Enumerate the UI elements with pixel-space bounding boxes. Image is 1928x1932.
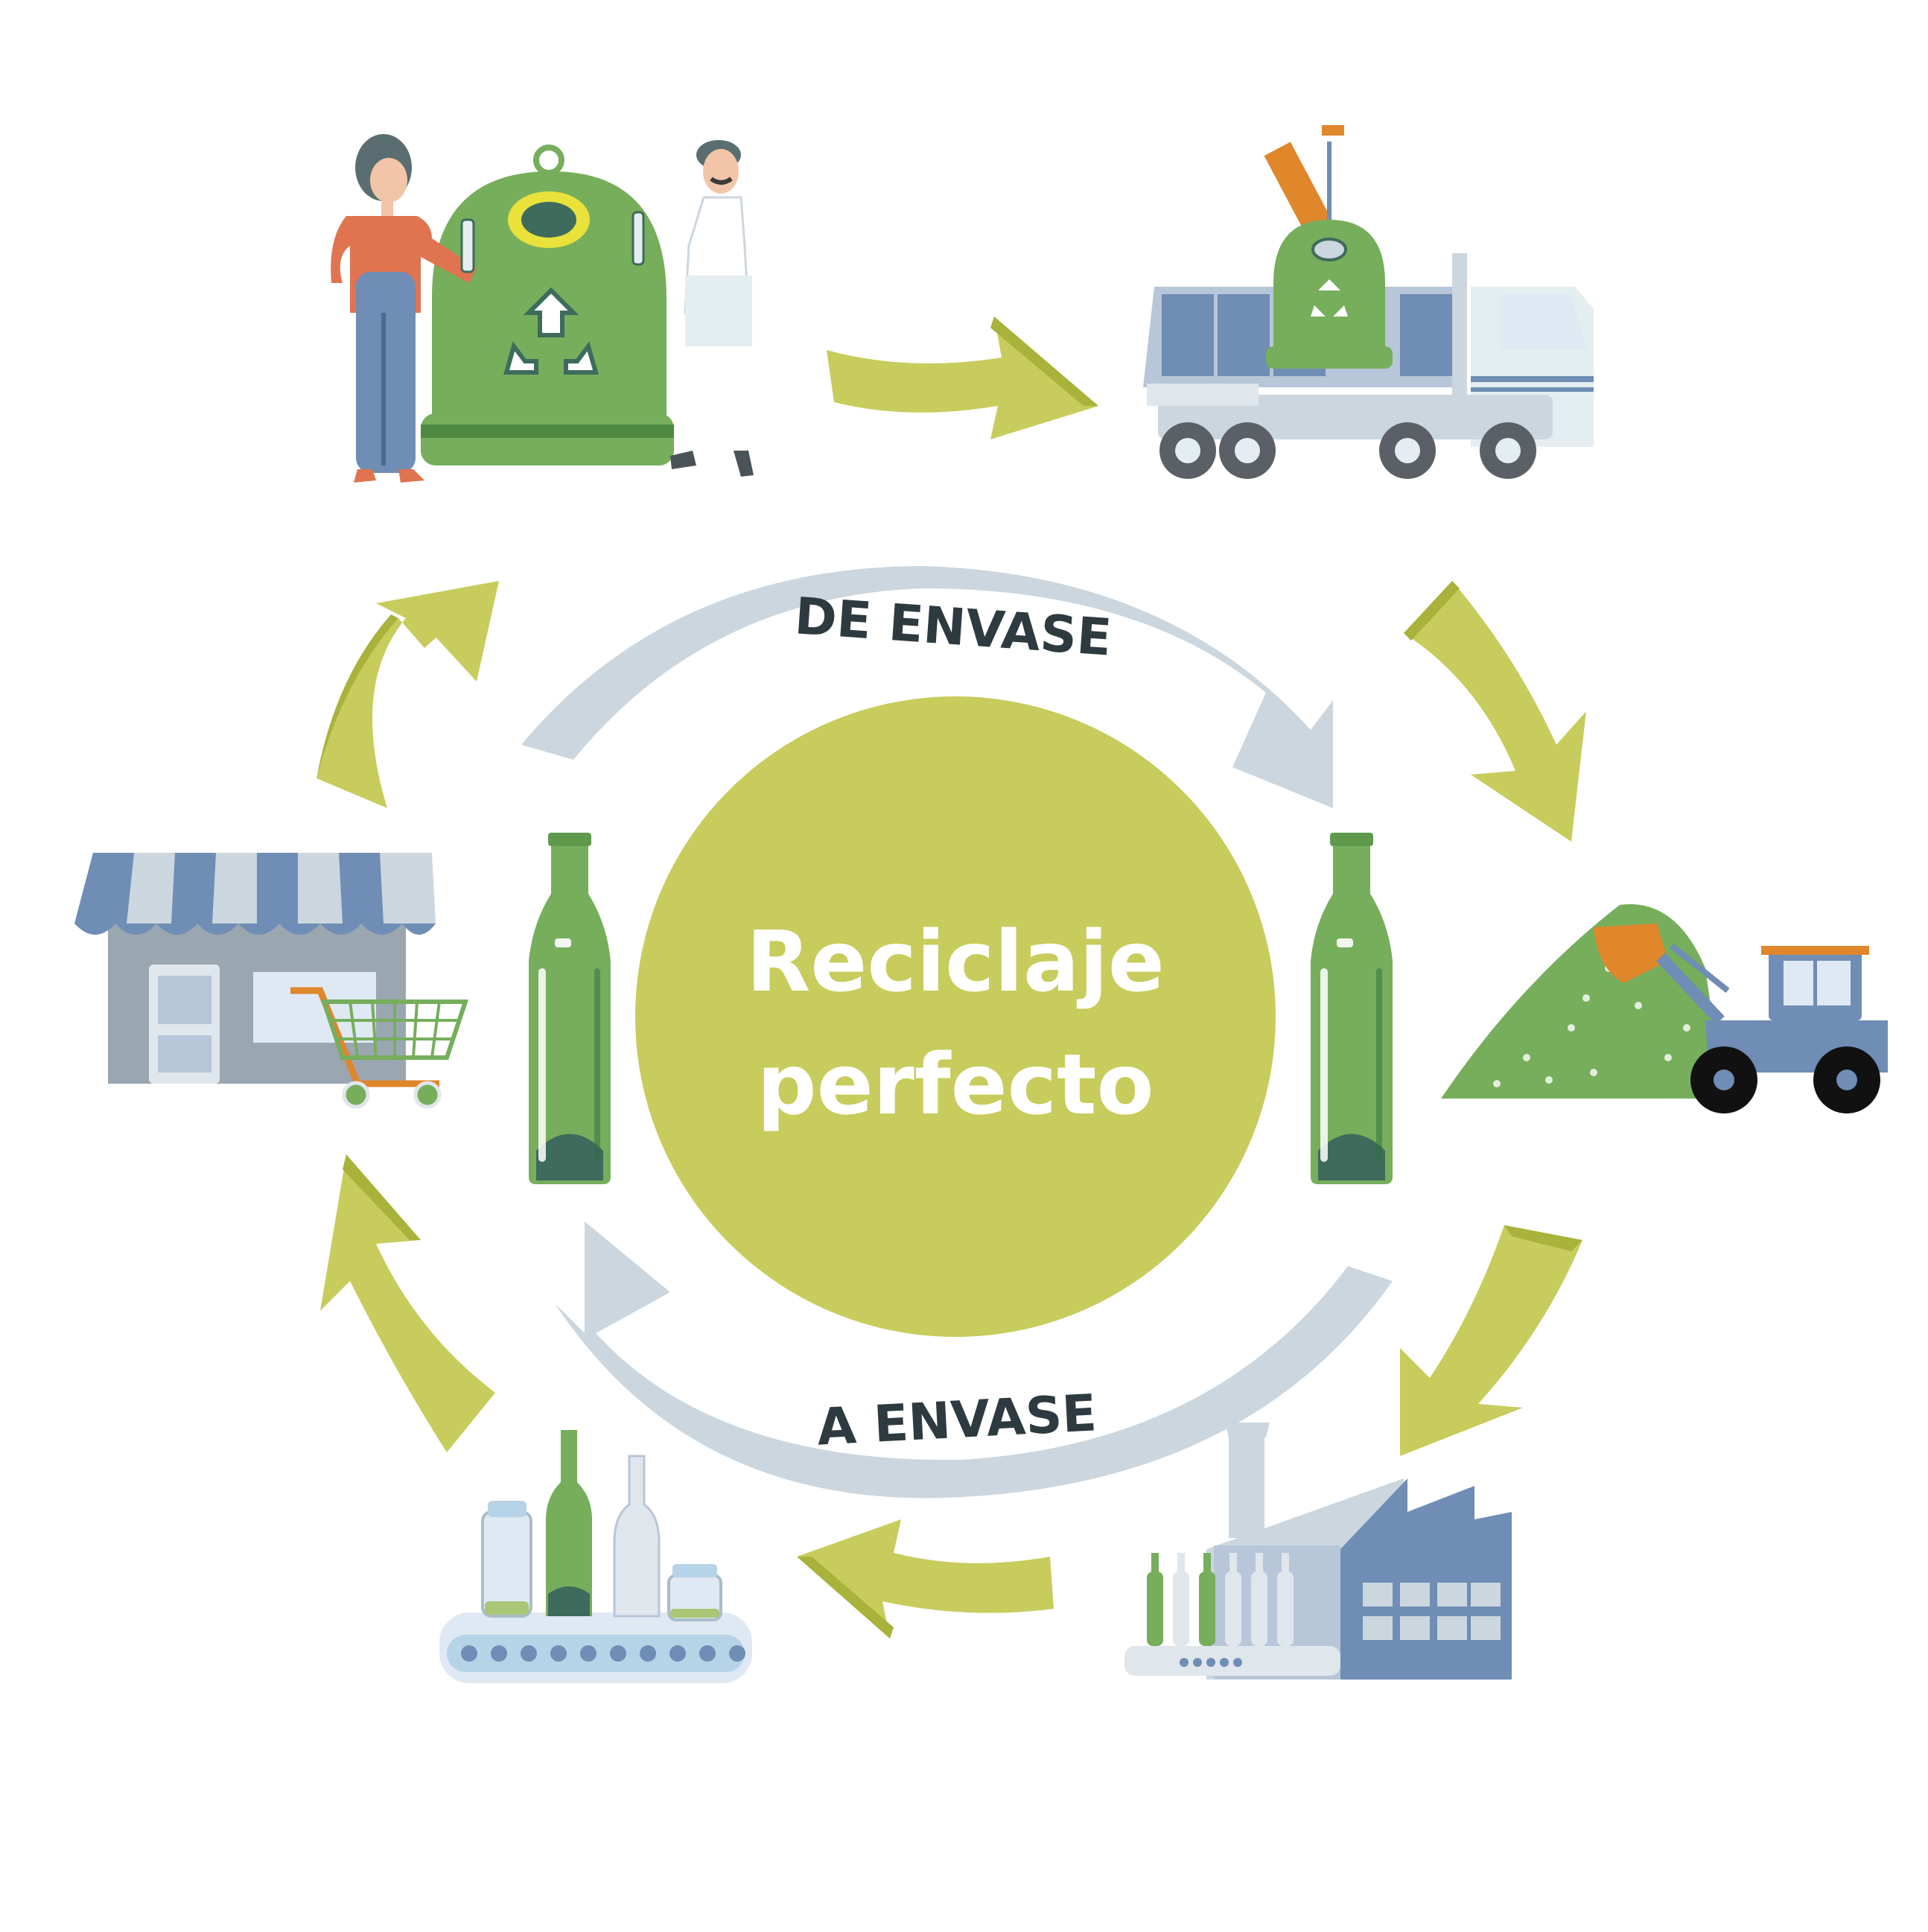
arrow-container-to-truck: [827, 317, 1098, 439]
arrow-bottling-to-shop: [320, 1154, 495, 1452]
cullet-pile-loader-icon: [1441, 904, 1888, 1113]
label-a-envase: A ENVASE: [815, 1384, 1098, 1458]
inner-cycle-arrows: [521, 566, 1393, 1499]
center-circle: [635, 696, 1276, 1337]
woman-figure-icon: [331, 134, 477, 483]
factory-bottles-icon: [1147, 1553, 1294, 1646]
glass-factory-icon: [1124, 1423, 1512, 1680]
truck-wheels: [1159, 422, 1536, 479]
arrow-factory-to-bottling: [797, 1519, 1054, 1639]
collection-truck-icon: [1143, 125, 1594, 479]
container-recycle-symbol-icon: [1311, 279, 1348, 317]
arrow-cullet-to-factory: [1400, 1225, 1582, 1456]
arrow-truck-to-cullet: [1404, 581, 1586, 842]
shop-cart-icon: [74, 853, 469, 1109]
center-title-line1: Reciclaje: [746, 914, 1165, 1011]
recycling-container-people-icon: [331, 134, 754, 483]
recycle-symbol-icon: [503, 287, 599, 375]
arrow-shop-to-container: [316, 581, 499, 808]
bottling-conveyor-icon: [439, 1430, 752, 1683]
center-title-line2: perfecto: [757, 1037, 1154, 1134]
shopping-cart-icon: [290, 987, 469, 1109]
bottle-left-icon: [529, 833, 611, 1184]
man-figure-icon: [631, 140, 754, 477]
outer-cycle-arrows: [316, 317, 1586, 1639]
bottle-right-icon: [1311, 833, 1393, 1184]
inner-arrow-bottom: [555, 1221, 1393, 1499]
inner-arrow-top: [521, 566, 1333, 808]
